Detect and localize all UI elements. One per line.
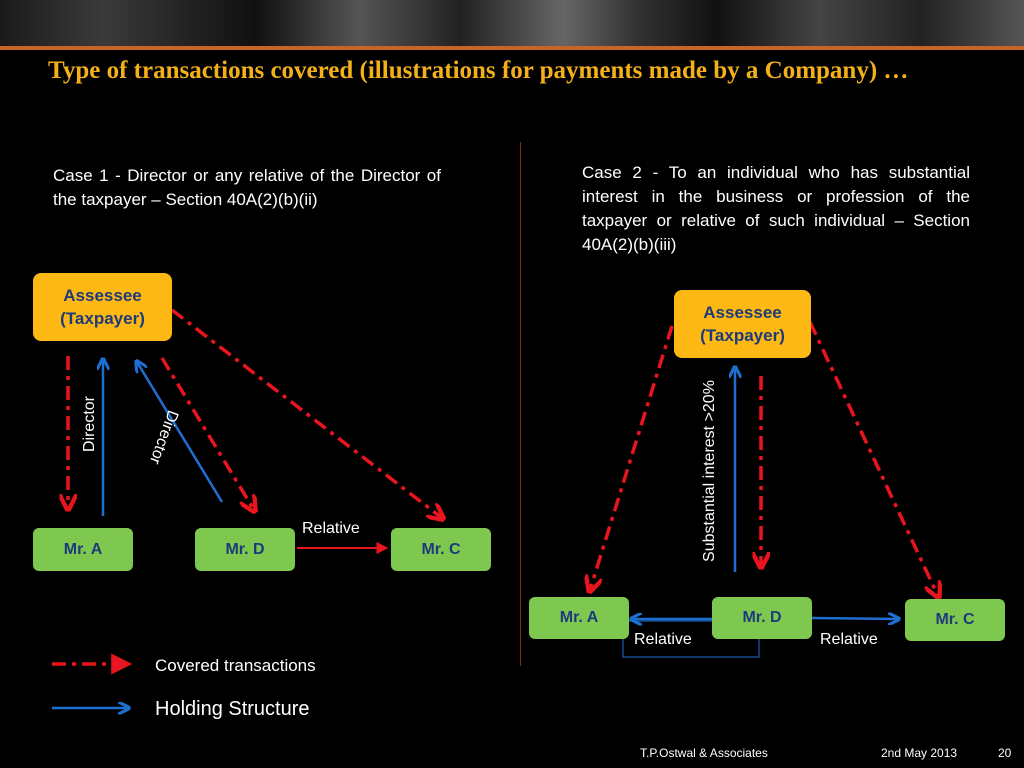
legend-covered-label: Covered transactions <box>155 656 316 675</box>
case1-director-label-left: Director <box>81 396 98 453</box>
case1-covered-assessee-to-mr-d <box>160 357 254 510</box>
case2-covered-assessee-to-mr-c <box>808 321 938 596</box>
legend-holding-label: Holding Structure <box>155 698 310 720</box>
case1-mr-a-box: Mr. A <box>33 528 133 571</box>
footer-page-number: 20 <box>998 746 1012 760</box>
case1-covered-assessee-to-mr-c <box>170 308 442 518</box>
case1-holding-mr-d-to-assessee <box>137 362 224 503</box>
case2-relative-mr-d-to-mr-c <box>811 618 898 619</box>
case1-description: Case 1 - Director or any relative of the… <box>53 166 441 209</box>
case2-mr-a-box: Mr. A <box>529 597 629 639</box>
footer-firm: T.P.Ostwal & Associates <box>640 746 768 760</box>
header-banner <box>0 0 1024 46</box>
slide-title: Type of transactions covered (illustrati… <box>48 57 909 84</box>
footer-date: 2nd May 2013 <box>881 746 958 760</box>
case2-relative-label-left: Relative <box>634 631 692 648</box>
case-divider <box>520 142 521 666</box>
case2-relative-highlight <box>622 620 760 658</box>
case1-assessee-box: Assessee (Taxpayer) <box>33 273 172 341</box>
case2-assessee-box: Assessee (Taxpayer) <box>674 290 811 358</box>
case2-relative-label-right: Relative <box>820 631 878 648</box>
case1-relative-label: Relative <box>302 520 360 537</box>
case1-mr-c-box: Mr. C <box>391 528 491 571</box>
case2-substantial-interest-label: Substantial interest >20% <box>701 380 718 562</box>
case2-covered-assessee-to-mr-a <box>590 325 674 590</box>
case1-mr-d-box: Mr. D <box>195 528 295 571</box>
case2-mr-c-box: Mr. C <box>905 599 1005 641</box>
case2-description: Case 2 - To an individual who has substa… <box>582 163 970 254</box>
header-accent-line <box>0 46 1024 50</box>
case2-mr-d-box: Mr. D <box>712 597 812 639</box>
